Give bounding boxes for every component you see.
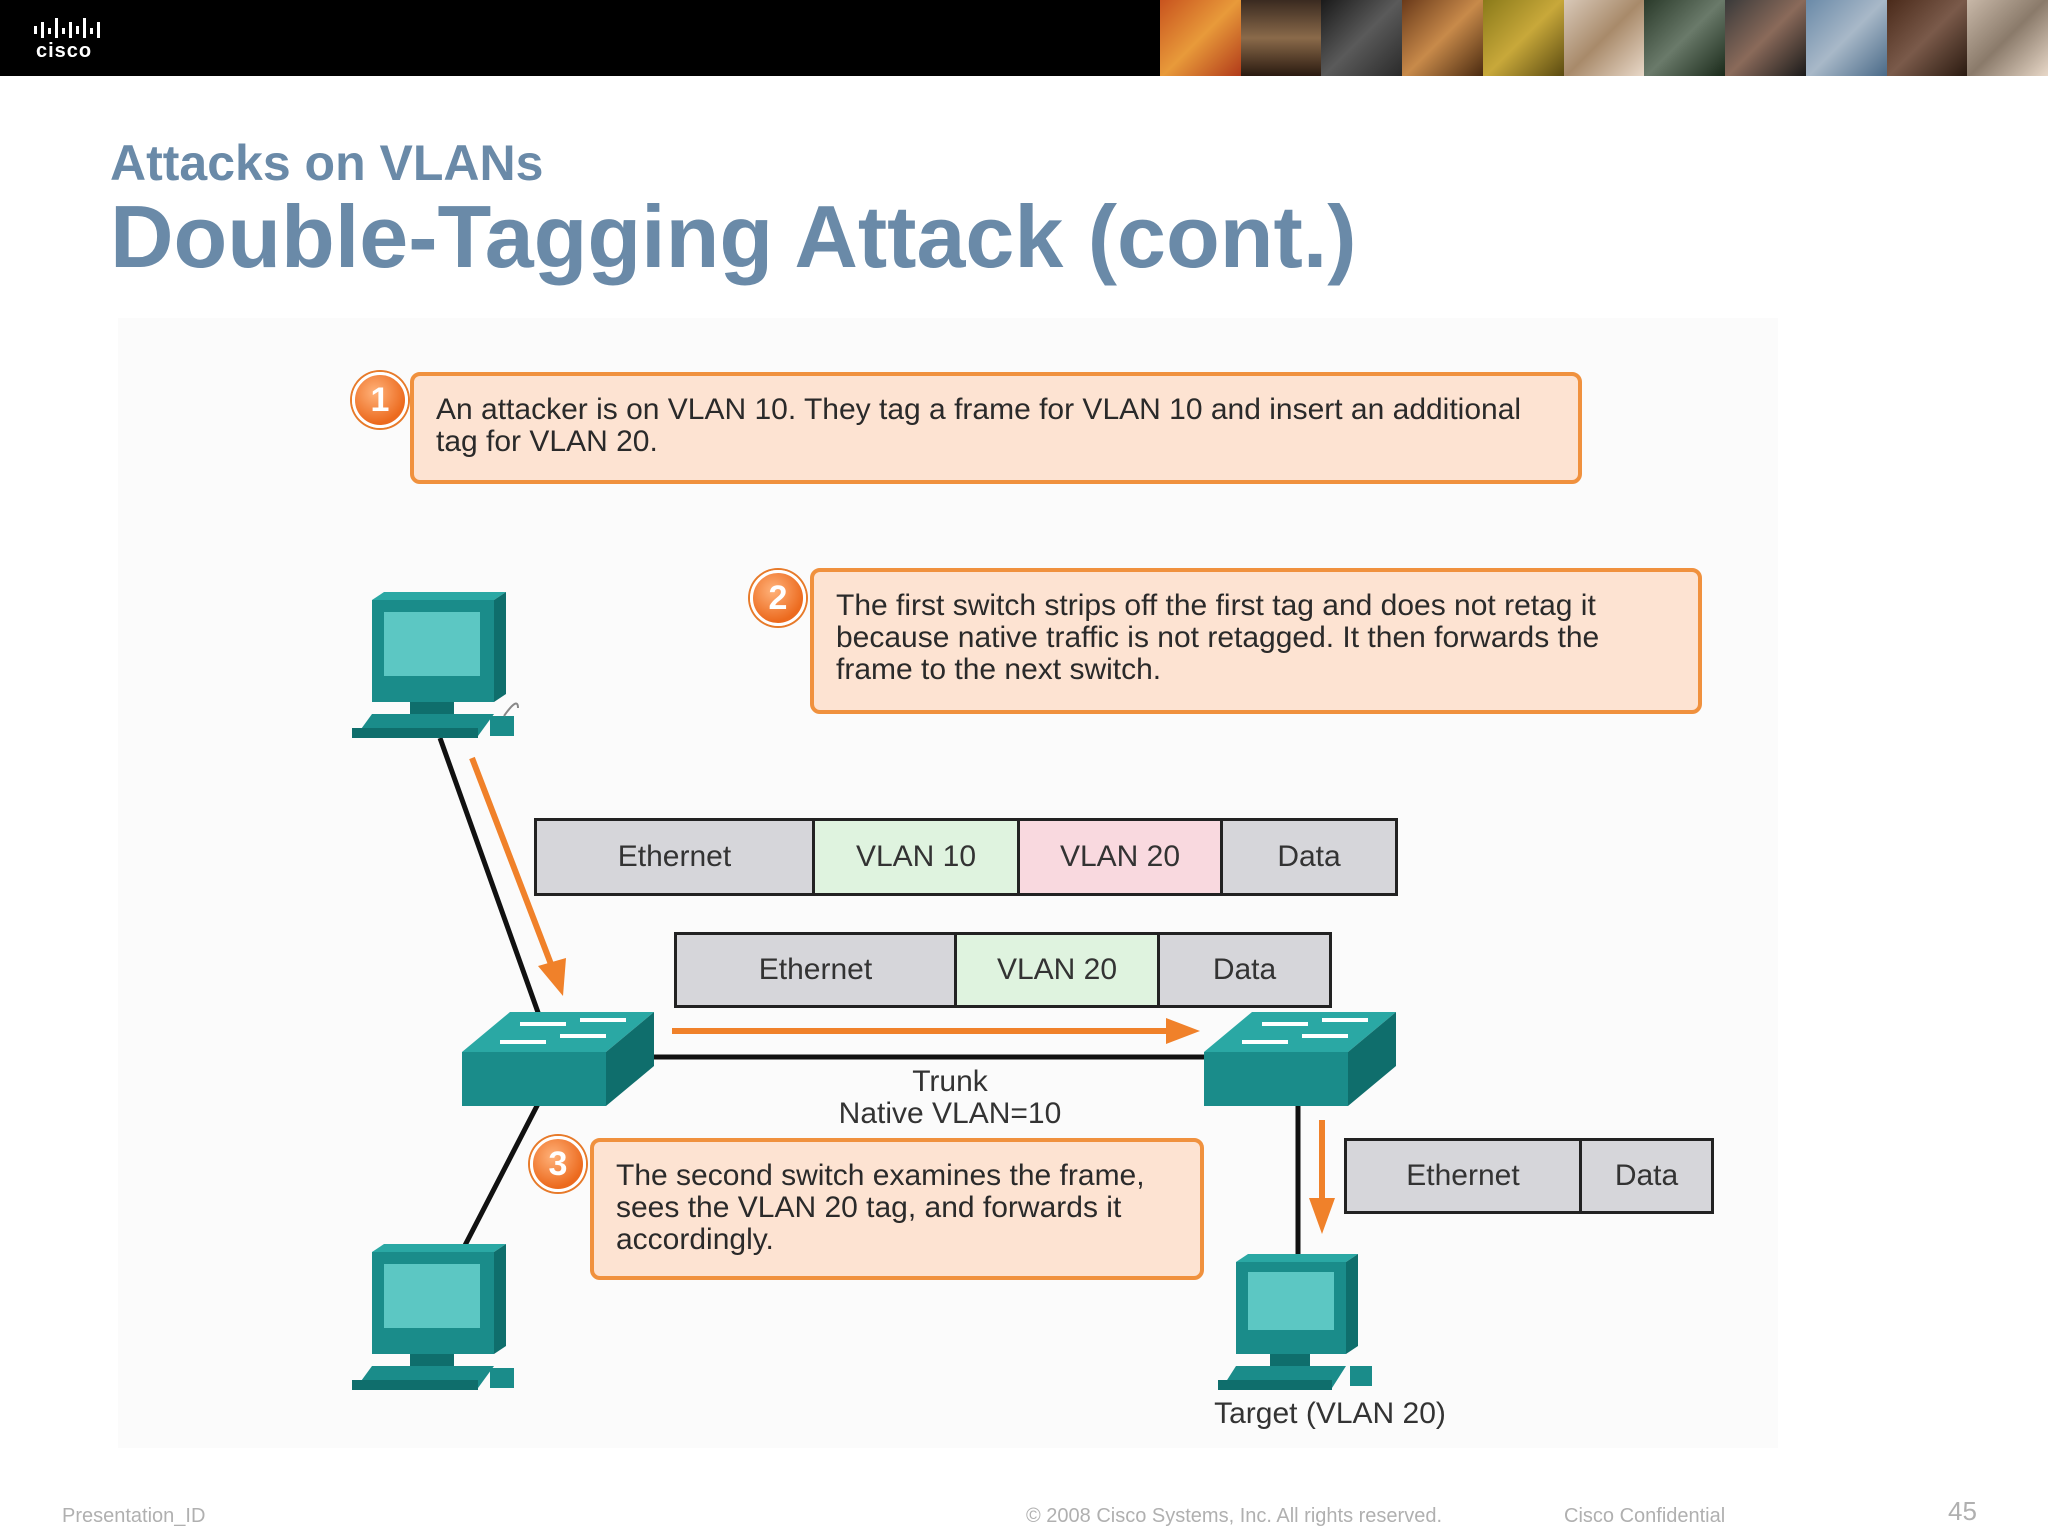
step-3-badge: 3 [530, 1136, 586, 1192]
header-photo-strip [1160, 0, 2048, 76]
computer-vlan10-icon [352, 1244, 514, 1390]
target-computer-icon [1218, 1254, 1372, 1390]
frame1-vlan20: VLAN 20 [1020, 821, 1223, 893]
arrowhead-1 [538, 958, 566, 996]
native-vlan-label: Native VLAN=10 [838, 1097, 1062, 1130]
step-1-text: An attacker is on VLAN 10. They tag a fr… [436, 393, 1522, 458]
arrowhead-3 [1309, 1198, 1335, 1234]
attacker-computer-icon [352, 592, 519, 738]
footer-confidential: Cisco Confidential [1564, 1505, 1726, 1527]
frame1-data: Data [1223, 821, 1395, 893]
frame1-vlan10: VLAN 10 [815, 821, 1020, 893]
step-2-badge: 2 [750, 570, 806, 626]
step-1-badge: 1 [352, 372, 408, 428]
switch-1-icon [462, 1012, 654, 1106]
step-1-callout: An attacker is on VLAN 10. They tag a fr… [410, 372, 1582, 484]
step-3-text: The second switch examines the frame, se… [616, 1159, 1145, 1256]
footer-copyright: © 2008 Cisco Systems, Inc. All rights re… [1026, 1505, 1443, 1527]
frame-single-tagged: Ethernet VLAN 20 Data [674, 932, 1332, 1008]
frame-untagged: Ethernet Data [1344, 1138, 1714, 1214]
step-2-text: The first switch strips off the first ta… [836, 589, 1600, 686]
step-3-callout: The second switch examines the frame, se… [590, 1138, 1204, 1280]
header-bar: cisco [0, 0, 2048, 76]
frame2-ethernet: Ethernet [677, 935, 957, 1005]
target-label: Target (VLAN 20) [1214, 1397, 1446, 1430]
cisco-logo-icon [34, 18, 100, 38]
logo-text: cisco [36, 40, 93, 62]
cable-attacker-switch1 [437, 737, 543, 1019]
frame2-data: Data [1160, 935, 1329, 1005]
arrowhead-2 [1166, 1018, 1200, 1044]
step-2-callout: The first switch strips off the first ta… [810, 568, 1702, 714]
slide-subtitle: Attacks on VLANs [110, 135, 544, 191]
frame2-vlan20: VLAN 20 [957, 935, 1160, 1005]
arrow-attacker-to-switch1 [469, 756, 557, 974]
frame3-data: Data [1582, 1141, 1711, 1211]
slide-title: Double-Tagging Attack (cont.) [110, 187, 1357, 286]
trunk-label: Trunk [912, 1065, 988, 1098]
cable-switch1-pc2 [457, 1098, 543, 1257]
footer-presentation-id: Presentation_ID [62, 1505, 206, 1527]
frame1-ethernet: Ethernet [537, 821, 815, 893]
page-number: 45 [1948, 1496, 1977, 1526]
frame-double-tagged: Ethernet VLAN 10 VLAN 20 Data [534, 818, 1398, 896]
frame3-ethernet: Ethernet [1347, 1141, 1582, 1211]
switch-2-icon [1204, 1012, 1396, 1106]
